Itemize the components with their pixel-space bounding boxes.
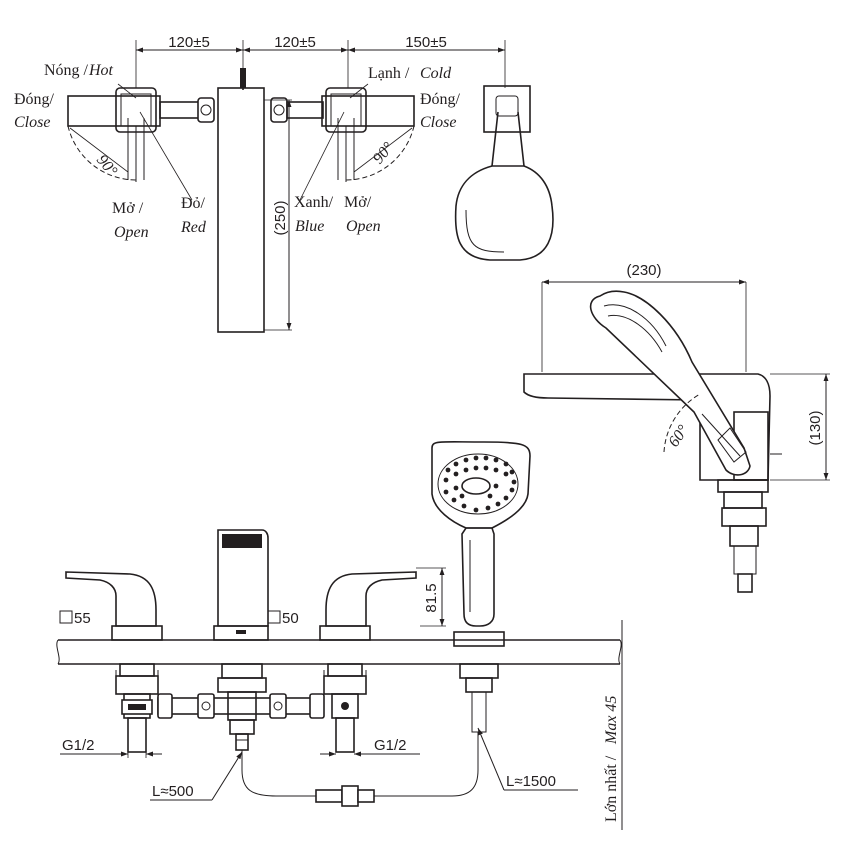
- angle-right-label: 90°: [370, 139, 398, 168]
- open-right-en: Open: [346, 218, 381, 235]
- blue-label-en: Blue: [295, 218, 324, 235]
- top-view: [67, 40, 554, 333]
- left-handle-top: [67, 87, 161, 182]
- close-right-en: Close: [420, 114, 456, 131]
- dim-label-top-2: 120±5: [274, 34, 316, 51]
- spout-top: [217, 68, 292, 333]
- dim-label-top-3: 150±5: [405, 34, 447, 51]
- square-symbol-right: [267, 610, 281, 624]
- red-label-en: Red: [180, 219, 207, 236]
- open-right-vi: Mở/: [344, 194, 372, 211]
- front-view: [56, 440, 623, 830]
- hot-label-vi: Nóng /: [44, 62, 89, 79]
- deck-square-right-label: 50: [282, 610, 299, 627]
- close-right-vi: Đóng/: [420, 91, 461, 108]
- blue-label-vi: Xanh/: [294, 194, 334, 211]
- close-left-en: Close: [14, 114, 50, 131]
- handshower-angle-label: 60°: [665, 422, 692, 451]
- max-deck-label-vi: Lớn nhất /: [603, 755, 620, 822]
- spray-nozzles: [443, 455, 517, 513]
- hot-label-en: Hot: [88, 62, 114, 79]
- open-left-vi: Mở /: [112, 200, 144, 217]
- right-handle-front: [319, 571, 417, 753]
- max-deck-label-en: Max 45: [603, 696, 620, 745]
- spout-length-label: (250): [272, 200, 289, 235]
- angle-left-label: 90°: [93, 152, 121, 181]
- thread-right-label: G1/2: [374, 737, 407, 754]
- hose-spout-label: L≈500: [152, 783, 194, 800]
- handle-height-label: 81.5: [423, 583, 440, 612]
- red-label-vi: Đỏ/: [181, 195, 206, 212]
- handshower-side-view: [523, 279, 830, 593]
- cold-label-en: Cold: [420, 65, 452, 82]
- deck-square-left-label: 55: [74, 610, 91, 627]
- hose-shower-label: L≈1500: [506, 773, 556, 790]
- square-symbol-left: [59, 610, 73, 624]
- left-handle-front: [65, 571, 163, 753]
- handshower-length-label: (230): [626, 262, 661, 279]
- handshower-top: [454, 85, 554, 261]
- cold-label-vi: Lạnh /: [368, 65, 410, 82]
- dim-label-top-1: 120±5: [168, 34, 210, 51]
- right-handle-top: [321, 87, 415, 182]
- mixing-pipe: [157, 693, 325, 719]
- open-left-en: Open: [114, 224, 149, 241]
- thread-left-label: G1/2: [62, 737, 95, 754]
- handshower-front: [431, 440, 531, 733]
- close-left-vi: Đóng/: [14, 91, 55, 108]
- top-connectors: [159, 97, 324, 123]
- spout-front: [213, 529, 269, 751]
- handshower-height-label: (130): [807, 410, 824, 445]
